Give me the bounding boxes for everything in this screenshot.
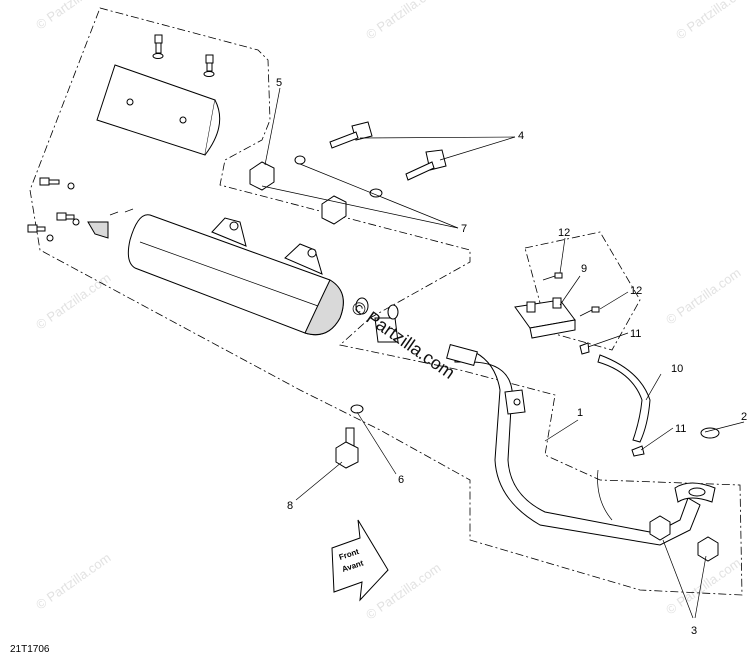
watermark-tile: © Partzilla.com	[663, 555, 743, 618]
heat-shield	[96, 64, 221, 156]
heat-shield-bolts	[152, 34, 215, 77]
sensor-module	[514, 272, 651, 457]
leader-lines	[261, 87, 745, 619]
callout-5: 5	[276, 77, 282, 89]
callout-12-upper: 12	[558, 227, 570, 239]
watermark-tile: © Partzilla.com	[673, 0, 753, 42]
bolt-and-washer	[335, 404, 364, 469]
callout-6: 6	[398, 474, 404, 486]
callout-8: 8	[287, 500, 293, 512]
muffler	[109, 208, 344, 336]
callout-7: 7	[461, 223, 467, 235]
front-direction-arrow: Front Avant	[331, 519, 389, 602]
callout-4: 4	[518, 130, 524, 142]
watermark-center: © Partzilla.com	[348, 297, 459, 383]
callout-12-lower: 12	[630, 285, 642, 297]
callout-11-upper: 11	[630, 328, 641, 340]
watermark-tile: © Partzilla.com	[33, 550, 113, 613]
callout-2: 2	[741, 411, 747, 423]
callout-10: 10	[671, 363, 683, 375]
callouts: 1 2 3 4 5 6 7 8 9 10 11 11 12 12	[276, 77, 747, 637]
assembly-outline-muffler	[29, 7, 743, 596]
watermark-tile: © Partzilla.com	[33, 0, 113, 32]
watermark-tile: © Partzilla.com	[363, 0, 443, 42]
callout-11-lower: 11	[675, 423, 686, 435]
header-pipe	[446, 344, 720, 562]
muffler-sensor	[355, 297, 399, 343]
watermark-tile: © Partzilla.com	[33, 270, 113, 333]
left-bolts	[27, 177, 109, 242]
callout-3: 3	[691, 625, 697, 637]
callout-9: 9	[581, 263, 587, 275]
diagram-code: 21T1706	[10, 644, 50, 655]
callout-1: 1	[577, 407, 583, 419]
watermark-tile: © Partzilla.com	[663, 265, 743, 328]
